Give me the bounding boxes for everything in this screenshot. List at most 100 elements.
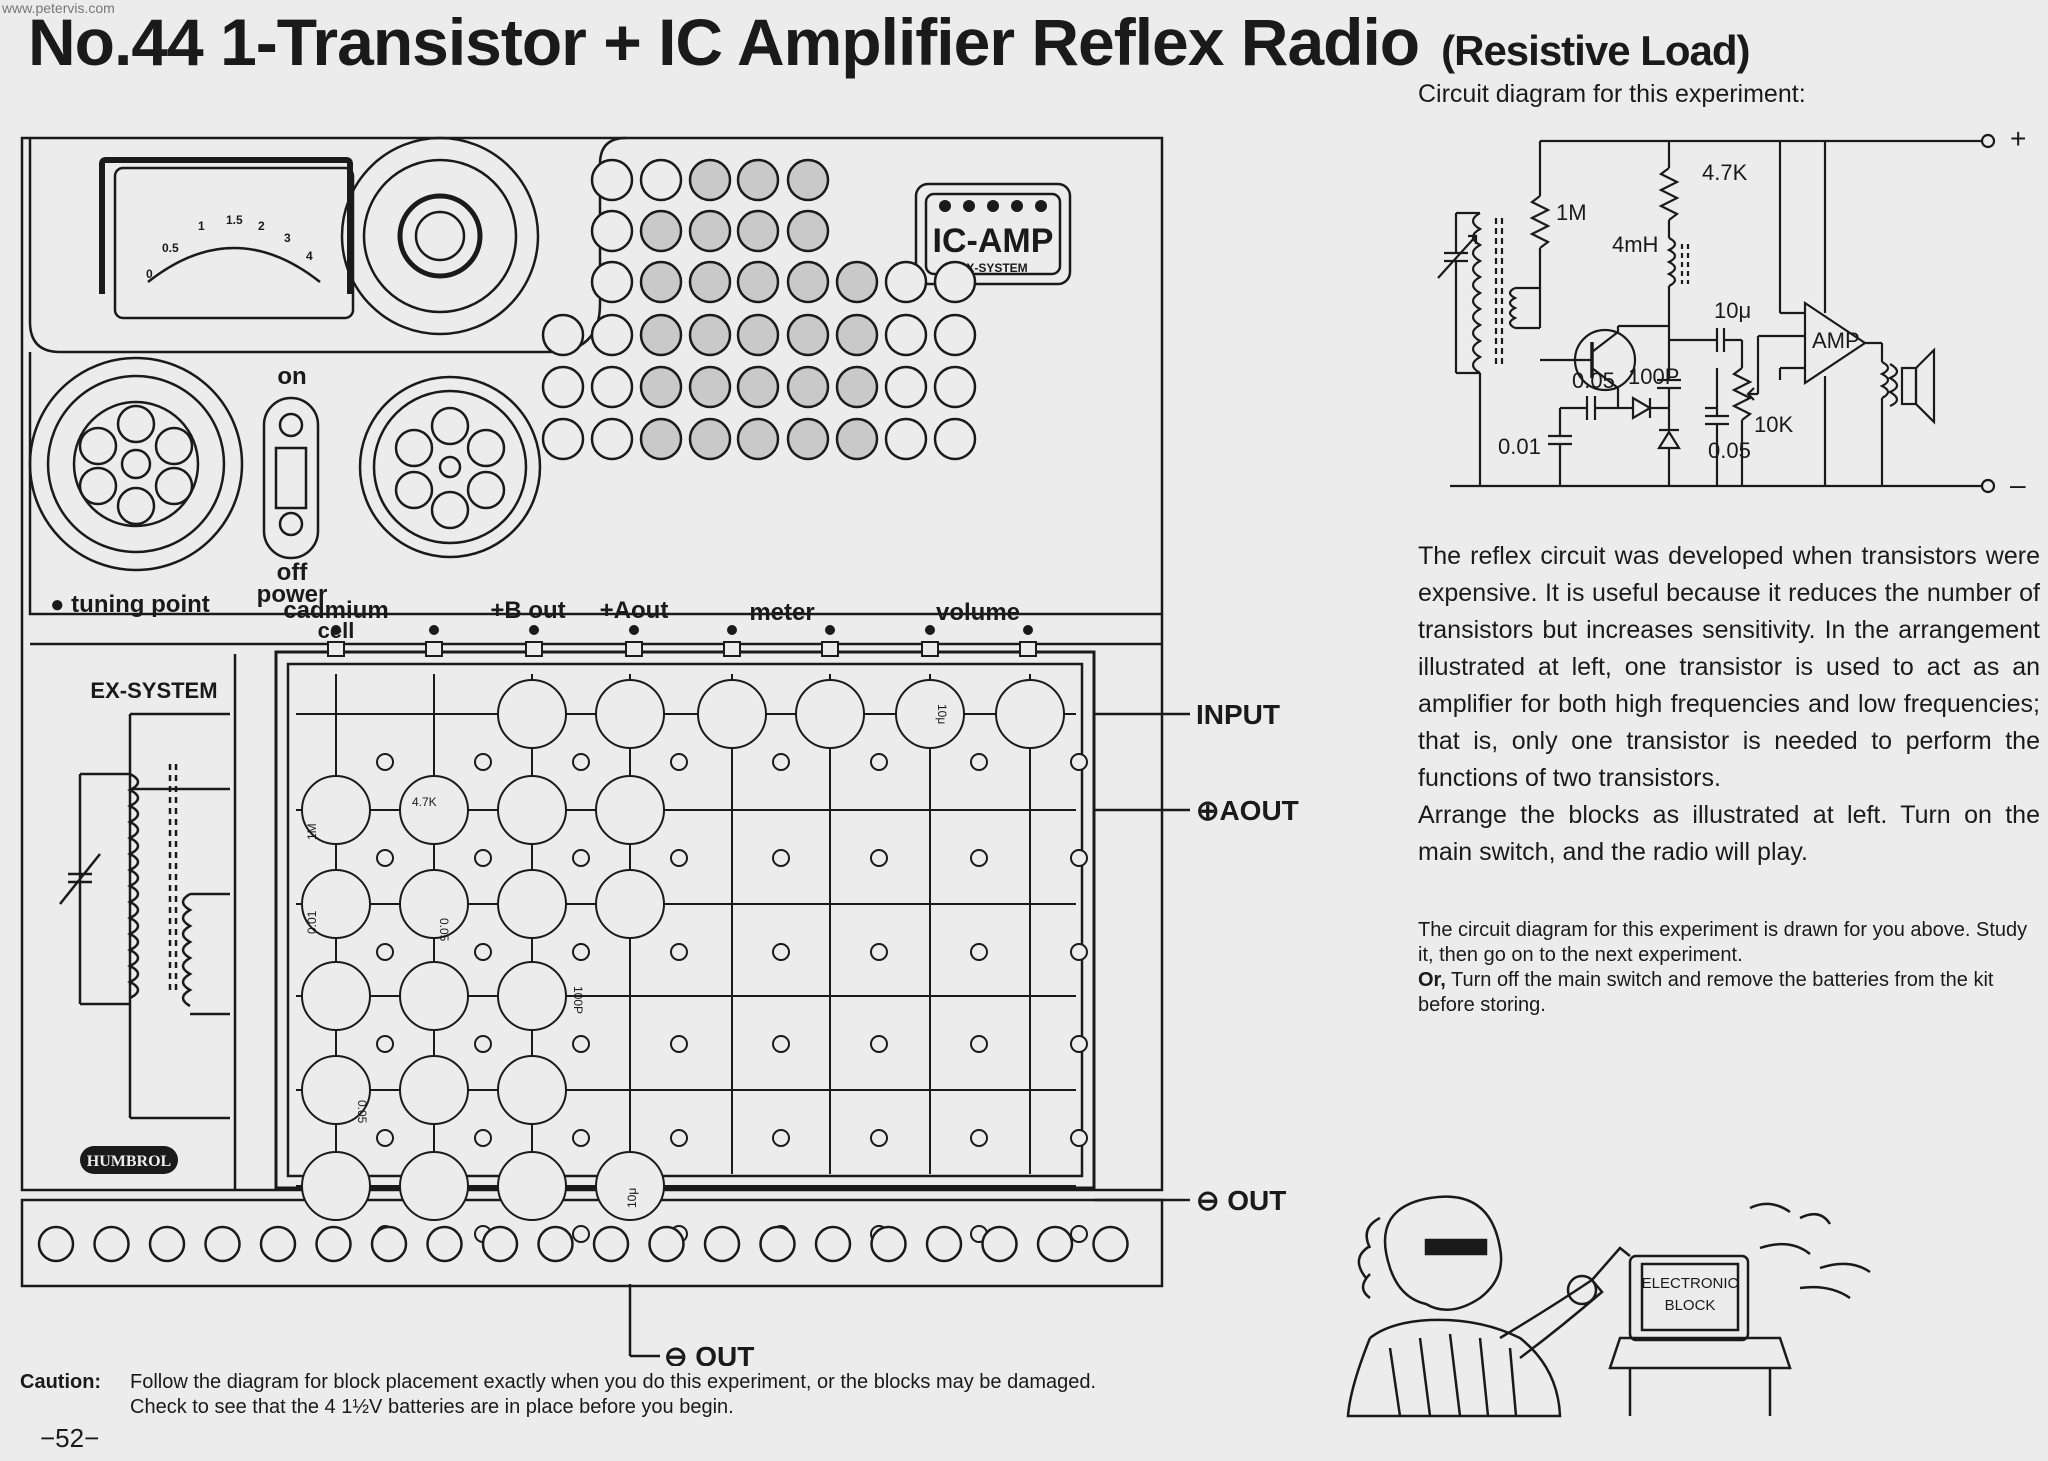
node-hole (772, 943, 790, 961)
brand-logo: HUMBROL (87, 1153, 171, 1170)
terminal-bout: +B out (490, 597, 565, 624)
socket-hole (786, 365, 830, 409)
label-1m: 1M (1556, 200, 1587, 225)
ex-system-label: EX-SYSTEM (90, 678, 217, 703)
component-block (497, 775, 567, 845)
socket-hole (736, 209, 780, 253)
switch-on-label: on (277, 363, 306, 390)
terminal-volume: volume (936, 599, 1020, 626)
terminal-post (921, 641, 939, 657)
kit-illustration: 0 0.5 1 1.5 2 3 4 IC-AMP EX-SYSTEM on of… (20, 136, 1299, 1366)
tuning-point-label: ● tuning point (50, 591, 210, 618)
node-hole (572, 849, 590, 867)
socket-hole (639, 365, 683, 409)
strip-hole (648, 1225, 685, 1263)
strip-hole (592, 1225, 630, 1263)
socket-hole (541, 365, 585, 409)
component-block (795, 679, 865, 749)
socket-hole (688, 260, 732, 304)
cartoon-illustration: ELECTRONIC BLOCK (1346, 1195, 1871, 1418)
socket-hole (688, 417, 732, 461)
node-hole (572, 1129, 590, 1147)
socket-hole (639, 417, 683, 461)
socket-hole (736, 260, 780, 304)
node-hole (572, 1225, 590, 1243)
side-out: ⊖ OUT (1196, 1185, 1286, 1216)
node-hole (670, 753, 688, 771)
socket-hole (736, 417, 780, 461)
circuit-caption: Circuit diagram for this experiment: (1418, 80, 1806, 108)
terminal-dot (1023, 625, 1033, 635)
node-hole (1070, 1225, 1088, 1243)
component-block (301, 869, 371, 939)
socket-hole (884, 417, 928, 461)
component-block (595, 1151, 665, 1221)
component-block (301, 961, 371, 1031)
block-100p-label: 100P (571, 986, 585, 1014)
knob-hole (466, 470, 506, 510)
node-hole (1070, 753, 1088, 771)
label-amp: AMP (1812, 328, 1860, 353)
socket-hole (639, 209, 683, 253)
knob-hole (394, 470, 434, 510)
ic-amp-dot (1011, 200, 1023, 212)
terminal-dot (629, 625, 639, 635)
strip-hole (148, 1225, 186, 1263)
socket-hole (884, 313, 928, 357)
component-block (399, 869, 469, 939)
switch-power-label: power (257, 581, 328, 608)
terminal-meter: meter (749, 599, 814, 626)
node-hole (870, 1129, 888, 1147)
strip-hole (703, 1225, 741, 1263)
node-hole (376, 1035, 394, 1053)
block-10u-b-label: 10μ (625, 1188, 639, 1208)
label-10k: 10K (1754, 412, 1793, 437)
switch-off-label: off (277, 559, 309, 586)
component-block (399, 1055, 469, 1125)
ic-amp-dot (963, 200, 975, 212)
page-title: No.44 1-Transistor + IC Amplifier Reflex… (28, 4, 1751, 80)
component-block (497, 869, 567, 939)
node-hole (474, 1129, 492, 1147)
node-hole (670, 943, 688, 961)
ic-amp-sub: EX-SYSTEM (958, 261, 1027, 275)
label-10u: 10μ (1714, 298, 1751, 323)
node-hole (572, 1035, 590, 1053)
component-block (497, 961, 567, 1031)
knob-hole (430, 490, 470, 530)
component-block (595, 775, 665, 845)
socket-hole (933, 365, 977, 409)
meter-scale-0: 0 (146, 267, 153, 281)
node-hole (870, 753, 888, 771)
label-100p: 100P (1628, 364, 1679, 389)
socket-hole (639, 313, 683, 357)
socket-hole (541, 417, 585, 461)
strip-hole (1036, 1225, 1074, 1263)
component-block (399, 961, 469, 1031)
node-hole (970, 849, 988, 867)
component-block (697, 679, 767, 749)
terminal-post (821, 641, 839, 657)
terminal-aout: +Aout (600, 597, 669, 624)
node-hole (1070, 1129, 1088, 1147)
label-4mh: 4mH (1612, 232, 1658, 257)
socket-hole (835, 260, 879, 304)
node-hole (870, 849, 888, 867)
socket-hole (933, 313, 977, 357)
strip-hole (481, 1225, 519, 1263)
bottom-out: ⊖ OUT (664, 1341, 754, 1366)
meter-scale-1: 0.5 (162, 241, 179, 255)
dial-hole (116, 404, 156, 444)
dial-hole (116, 486, 156, 526)
block-1m-label: 1M (305, 823, 319, 840)
strip-hole (925, 1225, 963, 1263)
terminal-cadmium: cadmium (283, 597, 388, 624)
node-hole (870, 943, 888, 961)
component-block (301, 775, 371, 845)
node-hole (970, 1035, 988, 1053)
side-input: INPUT (1196, 699, 1280, 730)
block-0-05-a-label: 0.05 (437, 918, 451, 942)
node-hole (572, 943, 590, 961)
meter-scale-4: 2 (258, 219, 265, 233)
strip-hole (537, 1225, 574, 1263)
